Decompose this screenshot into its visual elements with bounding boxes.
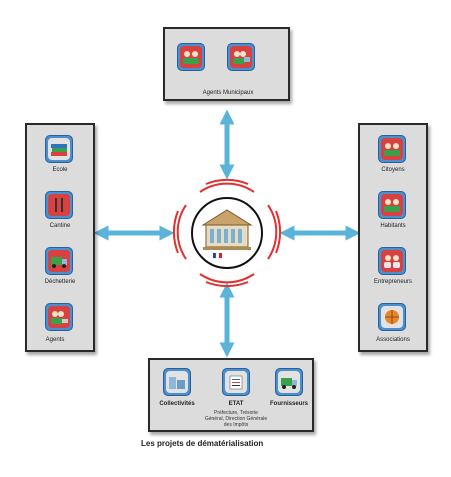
basketball-icon	[385, 310, 399, 324]
diagram-caption: Les projets de dématérialisation	[141, 439, 264, 448]
label-habitants: Habitants	[380, 223, 406, 229]
label-collectivites: Collectivités	[159, 401, 195, 407]
tile-habitants[interactable]	[378, 191, 406, 219]
label-etat: ETAT	[228, 401, 244, 407]
label-etat-detail: Préfecture, Trésorie Général, Direction …	[204, 410, 268, 428]
residents-icon	[384, 199, 400, 212]
label-ecole: Ecole	[52, 167, 68, 173]
agents-tile-1[interactable]	[177, 43, 205, 71]
panel-right: Citoyens Habitants Entrepreneurs Associa…	[358, 123, 428, 352]
tile-dechetterie[interactable]	[45, 247, 73, 275]
books-icon	[51, 144, 67, 156]
label-agents-municipaux: Agents Municipaux	[202, 90, 254, 96]
recycling-truck-icon	[51, 257, 67, 268]
town-hall-icon	[201, 209, 253, 250]
label-associations: Associations	[376, 337, 410, 343]
people-computer-icon	[233, 51, 250, 64]
panel-agents-municipaux: Agents Municipaux	[163, 27, 290, 101]
label-entrepreneurs: Entrepreneurs	[373, 279, 413, 285]
label-fournisseurs: Fournisseurs	[269, 401, 309, 407]
tile-etat[interactable]	[222, 368, 250, 396]
people-icon	[183, 51, 199, 64]
delivery-truck-icon	[281, 378, 297, 389]
tile-associations[interactable]	[378, 303, 406, 331]
label-agents: Agents	[45, 337, 65, 343]
tile-collectivites[interactable]	[163, 368, 191, 396]
panel-left: Ecole Cantine Déchetterie Agents	[25, 123, 95, 352]
tile-agents[interactable]	[45, 303, 73, 331]
citizens-icon	[384, 143, 400, 156]
state-documents-icon	[229, 375, 243, 390]
label-cantine: Cantine	[49, 223, 71, 229]
entrepreneurs-icon	[384, 255, 400, 268]
buildings-icon	[169, 377, 185, 389]
agents-tile-2[interactable]	[227, 43, 255, 71]
panel-bottom: Collectivités ETAT Préfecture, Trésorie …	[148, 358, 314, 432]
tile-entrepreneurs[interactable]	[378, 247, 406, 275]
label-citoyens: Citoyens	[381, 167, 405, 173]
cutlery-icon	[55, 198, 63, 212]
tile-fournisseurs[interactable]	[275, 368, 303, 396]
signal-waves	[172, 178, 282, 288]
french-flag-icon	[213, 252, 222, 259]
tile-citoyens[interactable]	[378, 135, 406, 163]
tile-cantine[interactable]	[45, 191, 73, 219]
agents-laptop-icon	[51, 311, 68, 324]
tile-ecole[interactable]	[45, 135, 73, 163]
label-dechetterie: Déchetterie	[44, 279, 76, 285]
